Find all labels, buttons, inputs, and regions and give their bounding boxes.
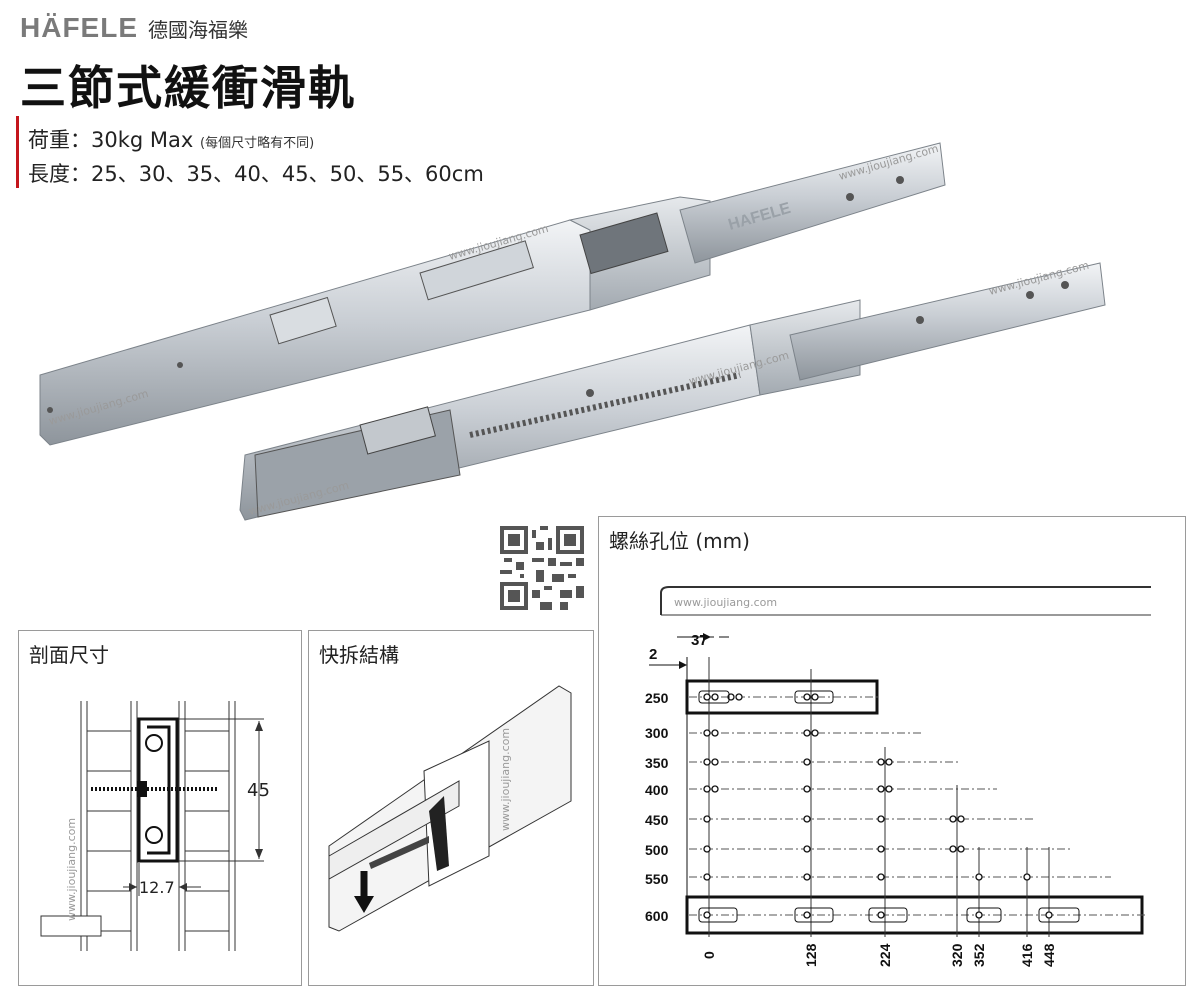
panel-title-section: 剖面尺寸: [29, 643, 109, 667]
hole-position-label: 352: [971, 943, 987, 967]
rail-length-label: 550: [645, 871, 669, 887]
hole-position-label: 128: [803, 943, 819, 967]
section-drawing: 45 12.7 www.jioujiang.com: [40, 701, 270, 951]
spec-accent-bar: [16, 116, 19, 188]
load-note: (每個尺寸略有不同): [200, 136, 315, 151]
product-image: HAFELE www.jioujiang.com www.jioujiang.c…: [39, 142, 1106, 521]
rail-length-label: 400: [645, 782, 669, 798]
load-spec: 荷重：30kg Max (每個尺寸略有不同): [28, 124, 314, 154]
offset-label: 37: [691, 632, 708, 649]
rail-length-label: 500: [645, 842, 669, 858]
panel-title-screw-holes: 螺絲孔位 (mm): [609, 529, 750, 553]
rail-length-label: 600: [645, 908, 669, 924]
product-title: 三節式緩衝滑軌: [20, 61, 356, 115]
watermark-text: www.jioujiang.com: [65, 818, 78, 921]
rail-length-label: 350: [645, 755, 669, 771]
brand-logo: HÄFELE: [20, 12, 138, 43]
height-dimension: 45: [247, 780, 270, 801]
rail-length-label: 300: [645, 725, 669, 741]
quick-release-drawing: www.jioujiang.com: [328, 685, 572, 932]
brand-header: HÄFELE 德國海福樂: [20, 12, 248, 46]
rail-length-label: 250: [645, 690, 669, 706]
hole-position-label: 320: [949, 943, 965, 967]
qr-code: [500, 526, 584, 610]
brand-subtitle: 德國海福樂: [148, 18, 248, 42]
rail-length-label: 450: [645, 812, 669, 828]
upper-slide: HAFELE www.jioujiang.com www.jioujiang.c…: [39, 142, 946, 446]
screw-hole-panel: 螺絲孔位 (mm) www.jioujiang.com 37 2 250 300…: [598, 516, 1186, 986]
quick-release-panel: 快拆結構 www.jioujiang.com: [308, 630, 594, 986]
section-dimension-panel: 剖面尺寸 45: [18, 630, 302, 986]
hole-position-label: 224: [877, 943, 893, 967]
width-dimension: 12.7: [139, 878, 175, 897]
hole-position-label: 0: [701, 951, 717, 959]
length-spec: 長度：25、30、35、40、45、50、55、60cm: [28, 162, 484, 186]
hole-position-label: 448: [1041, 943, 1057, 967]
edge-label: 2: [649, 646, 657, 663]
load-line: 荷重：30kg Max: [28, 128, 194, 152]
screw-hole-drawing: www.jioujiang.com 37 2 250 300 350 400 4…: [645, 586, 1151, 967]
hole-position-label: 416: [1019, 943, 1035, 967]
panel-title-quick-release: 快拆結構: [319, 643, 399, 667]
watermark-text: www.jioujiang.com: [499, 728, 512, 831]
watermark-text: www.jioujiang.com: [674, 596, 777, 609]
